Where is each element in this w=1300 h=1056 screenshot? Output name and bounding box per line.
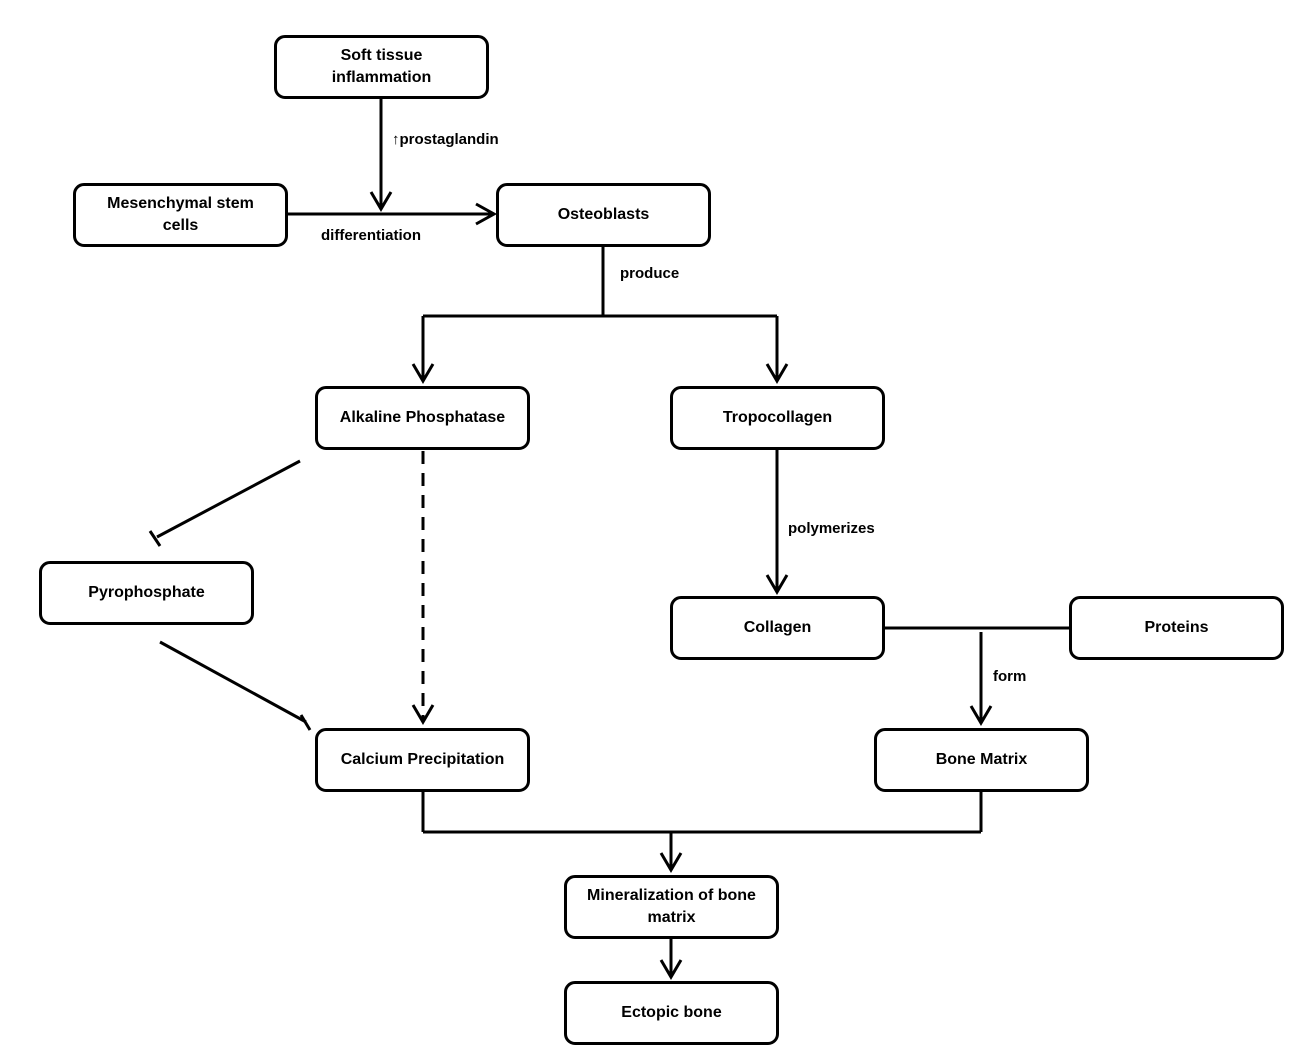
- node-mineralization-line2: matrix: [647, 909, 696, 926]
- node-osteoblasts: Osteoblasts: [496, 183, 711, 247]
- node-proteins-label: Proteins: [1144, 619, 1209, 636]
- node-alkaline-label: Alkaline Phosphatase: [339, 409, 506, 426]
- node-mesenchymal-stem-cells: Mesenchymal stem cells: [73, 183, 288, 247]
- label-polymerizes: polymerizes: [788, 520, 875, 537]
- node-tropocollagen-label: Tropocollagen: [722, 409, 833, 426]
- node-proteins: Proteins: [1069, 596, 1284, 660]
- label-produce: produce: [620, 265, 680, 282]
- node-calcium-precipitation: Calcium Precipitation: [315, 728, 530, 792]
- arrow-prostaglandin: [369, 98, 393, 212]
- node-bone-matrix-label: Bone Matrix: [935, 751, 1028, 768]
- node-tropocollagen: Tropocollagen: [670, 386, 885, 450]
- label-form: form: [993, 668, 1027, 685]
- label-differentiation: differentiation: [321, 227, 421, 244]
- node-pyrophosphate-label: Pyrophosphate: [88, 584, 205, 601]
- arrow-ectopic: [659, 939, 683, 980]
- node-calcium-label: Calcium Precipitation: [340, 751, 505, 768]
- node-osteoblasts-label: Osteoblasts: [557, 206, 650, 223]
- node-ectopic-bone: Ectopic bone: [564, 981, 779, 1045]
- node-soft-tissue-inflammation: Soft tissue inflammation: [274, 35, 489, 99]
- node-collagen: Collagen: [670, 596, 885, 660]
- node-mineralization: Mineralization of bone matrix: [564, 875, 779, 939]
- inhibit-pyrophosphate-calcium: [159, 640, 312, 731]
- node-alkaline-phosphatase: Alkaline Phosphatase: [315, 386, 530, 450]
- arrow-produce-split: [411, 246, 789, 384]
- node-soft-tissue-line1: Soft tissue: [340, 47, 423, 64]
- node-bone-matrix: Bone Matrix: [874, 728, 1089, 792]
- node-soft-tissue-line2: inflammation: [331, 69, 432, 86]
- arrow-merge-mineralization: [421, 792, 983, 873]
- node-mesenchymal-line1: Mesenchymal stem: [107, 195, 254, 212]
- arrow-polymerizes: [765, 450, 789, 595]
- node-mineralization-line1: Mineralization of bone: [587, 887, 756, 904]
- node-collagen-label: Collagen: [743, 619, 812, 636]
- label-prostaglandin: ↑prostaglandin: [392, 131, 499, 148]
- arrow-alkaline-calcium-dashed: [411, 451, 435, 725]
- inhibit-alkaline-pyrophosphate: [148, 459, 301, 547]
- node-pyrophosphate: Pyrophosphate: [39, 561, 254, 625]
- arrow-differentiation: [287, 202, 498, 226]
- arrow-form: [884, 626, 1070, 726]
- node-mesenchymal-line2: cells: [162, 217, 199, 234]
- node-ectopic-label: Ectopic bone: [621, 1004, 722, 1021]
